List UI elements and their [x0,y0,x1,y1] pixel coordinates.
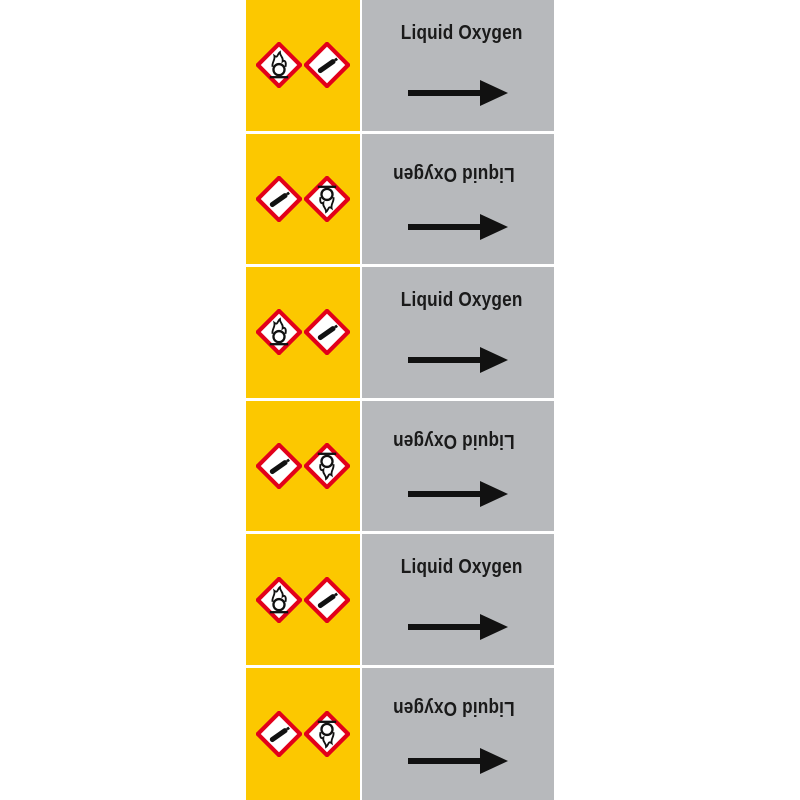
pipe-marker-row: Liquid Oxygen [246,667,554,800]
hazard-panel [246,0,360,131]
hazard-panel [246,133,360,265]
media-panel: Liquid Oxygen [360,133,554,265]
ghs04-gas-cylinder-icon [256,175,302,222]
media-panel: Liquid Oxygen [360,667,554,800]
ghs04-gas-cylinder-icon [256,710,302,757]
ghs04-gas-cylinder-icon [304,576,350,623]
right-arrow-icon [408,347,508,374]
right-arrow-icon [408,614,508,641]
right-arrow-icon [408,80,508,106]
media-label: Liquid Oxygen [392,162,515,185]
media-panel: Liquid Oxygen [360,267,554,398]
hazard-panel [246,534,360,665]
pipe-marker-row: Liquid Oxygen [246,133,554,268]
media-label: Liquid Oxygen [400,556,522,579]
ghs03-oxidizing-icon [256,42,302,89]
pipe-marker-row: Liquid Oxygen [246,400,554,535]
media-label: Liquid Oxygen [400,289,522,312]
right-arrow-icon [408,747,508,774]
pipe-marker-sheet: Liquid Oxygen Liquid O [246,0,554,800]
media-label: Liquid Oxygen [392,696,515,719]
media-panel: Liquid Oxygen [360,400,554,532]
ghs03-oxidizing-icon [304,175,350,222]
media-panel: Liquid Oxygen [360,0,554,131]
right-arrow-icon [408,213,508,240]
ghs04-gas-cylinder-icon [256,443,302,490]
pipe-marker-row: Liquid Oxygen [246,267,554,401]
hazard-panel [246,667,360,800]
media-label: Liquid Oxygen [392,429,515,452]
pipe-marker-row: Liquid Oxygen [246,534,554,668]
ghs04-gas-cylinder-icon [304,309,350,356]
media-label: Liquid Oxygen [400,22,522,44]
media-panel: Liquid Oxygen [360,534,554,665]
ghs04-gas-cylinder-icon [304,42,350,89]
pipe-marker-row: Liquid Oxygen [246,0,554,134]
ghs03-oxidizing-icon [256,309,302,356]
hazard-panel [246,267,360,398]
ghs03-oxidizing-icon [304,710,350,757]
right-arrow-icon [408,480,508,507]
hazard-panel [246,400,360,532]
ghs03-oxidizing-icon [256,576,302,623]
ghs03-oxidizing-icon [304,443,350,490]
